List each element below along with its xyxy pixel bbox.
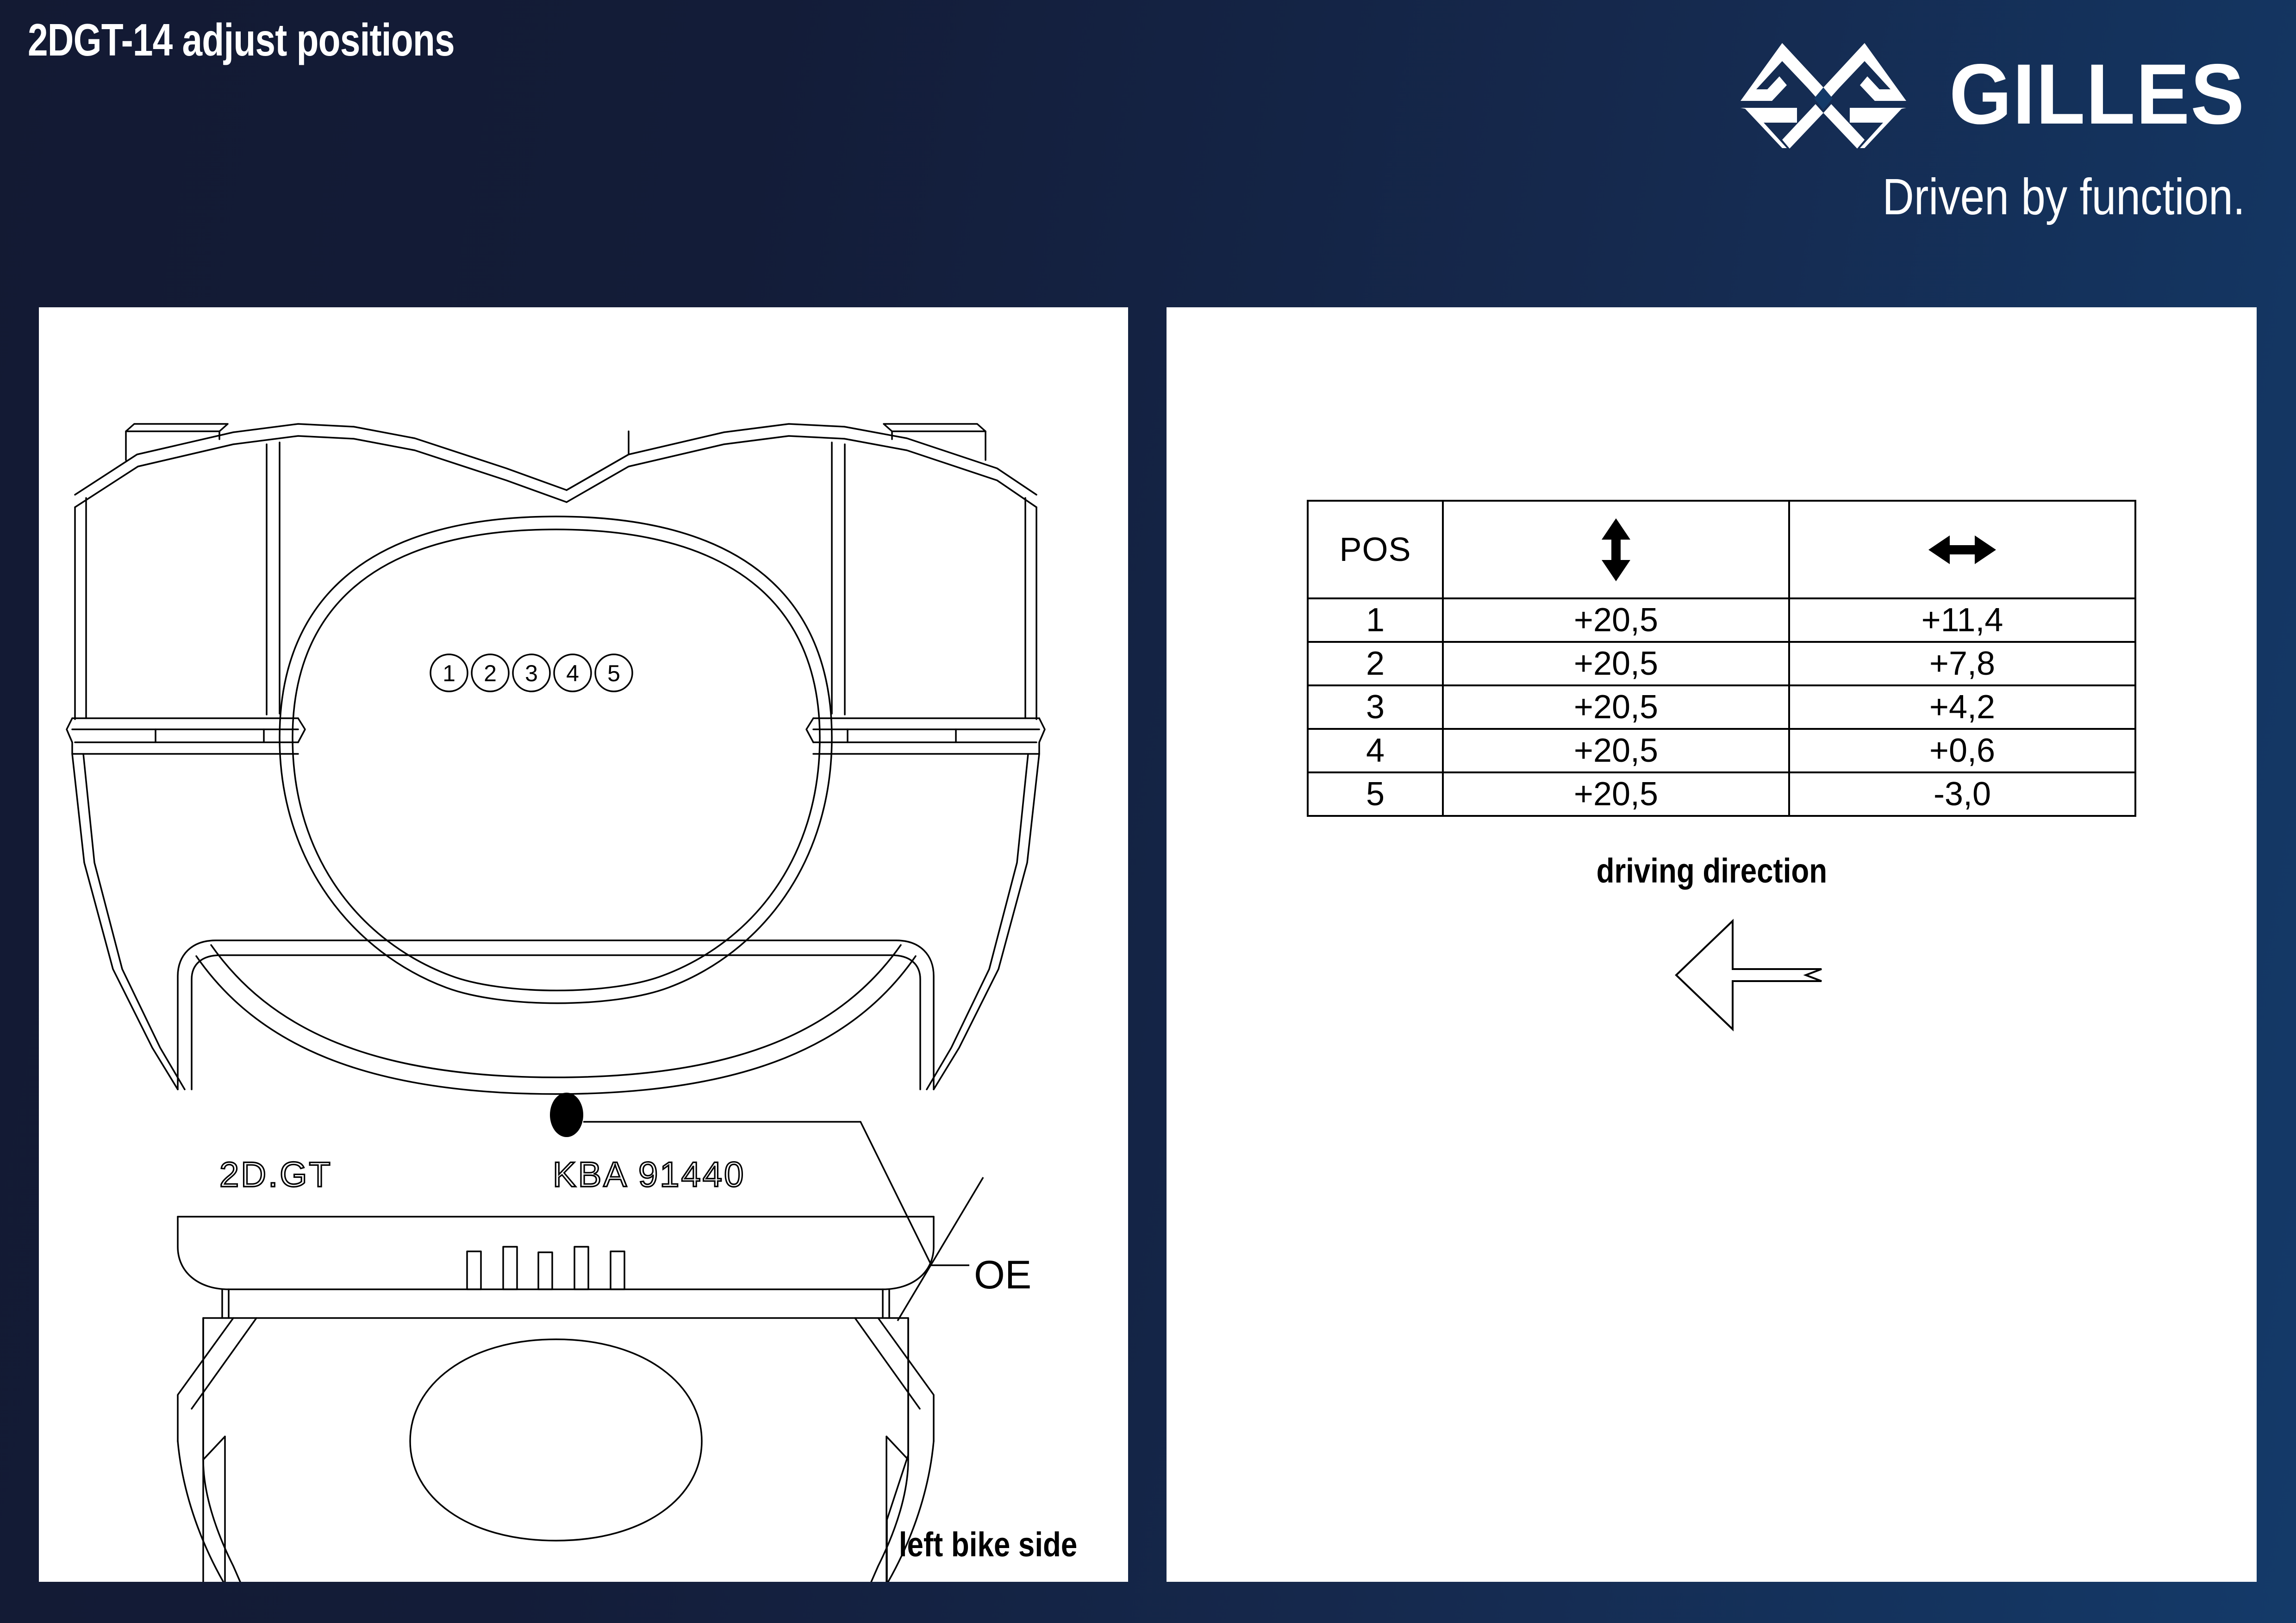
logo-tagline: Driven by function. [1882, 168, 2245, 225]
cell-vertical: +20,5 [1442, 771, 1790, 817]
logo-row: GILLES [1699, 32, 2245, 157]
table-row: 5 +20,5 -3,0 [1307, 771, 2136, 817]
vertical-double-arrow-icon [1602, 518, 1630, 581]
drawing-panel: 1 2 3 4 5 2D.GT KBA 91440 OE left bike s… [39, 307, 1128, 1582]
left-banner-arrow-icon [1675, 919, 1822, 1032]
cell-vertical: +20,5 [1442, 728, 1790, 773]
oe-leader-line [583, 1121, 969, 1266]
left-bike-side-label: left bike side [898, 1525, 1077, 1564]
cell-horizontal: +11,4 [1788, 597, 2136, 643]
table-header-row: POS [1307, 500, 2136, 599]
table-row: 4 +20,5 +0,6 [1307, 728, 2136, 773]
table-body: 1 +20,5 +11,4 2 +20,5 +7,8 3 +20,5 +4,2 … [1307, 597, 2136, 817]
cell-vertical: +20,5 [1442, 597, 1790, 643]
horizontal-double-arrow-icon [1928, 535, 1996, 564]
position-number-1: 1 [443, 660, 455, 686]
table-row: 1 +20,5 +11,4 [1307, 597, 2136, 643]
cell-vertical: +20,5 [1442, 684, 1790, 730]
oe-position-dot-icon [550, 1093, 583, 1137]
position-number-2: 2 [484, 660, 497, 686]
page-header: 2DGT-14 adjust positions GILLES Dr [0, 0, 2296, 307]
oe-leader-cross [897, 1177, 984, 1321]
table-header-pos: POS [1307, 500, 1444, 599]
driving-direction-label: driving direction [1167, 851, 2257, 890]
adjust-positions-table: POS 1 +20,5 +11,4 2 [1307, 500, 2136, 817]
brand-logo: GILLES Driven by function. [1699, 32, 2245, 255]
cell-horizontal: -3,0 [1788, 771, 2136, 817]
position-number-3: 3 [525, 660, 538, 686]
table-header-vertical [1442, 500, 1790, 599]
cell-horizontal: +0,6 [1788, 728, 2136, 773]
cell-pos: 4 [1307, 728, 1444, 773]
logo-wordmark: GILLES [1949, 47, 2245, 143]
engraving-kba-label: KBA 91440 [553, 1155, 745, 1194]
cell-pos: 2 [1307, 641, 1444, 686]
position-number-5: 5 [607, 660, 620, 686]
table-header-horizontal [1788, 500, 2136, 599]
riser-clamp-technical-drawing: 1 2 3 4 5 2D.GT KBA 91440 OE [66, 423, 1046, 1582]
driving-direction-text: driving direction [1596, 852, 1827, 890]
cell-pos: 5 [1307, 771, 1444, 817]
engraving-model-label: 2D.GT [219, 1155, 332, 1194]
oe-label: OE [974, 1253, 1031, 1297]
table-row: 2 +20,5 +7,8 [1307, 641, 2136, 686]
table-row: 3 +20,5 +4,2 [1307, 684, 2136, 730]
position-number-4: 4 [566, 660, 579, 686]
cell-horizontal: +4,2 [1788, 684, 2136, 730]
gilles-interlocking-g-mark-icon [1740, 43, 1906, 149]
cell-vertical: +20,5 [1442, 641, 1790, 686]
cell-pos: 3 [1307, 684, 1444, 730]
cell-pos: 1 [1307, 597, 1444, 643]
cell-horizontal: +7,8 [1788, 641, 2136, 686]
page-title: 2DGT-14 adjust positions [28, 14, 455, 65]
table-panel: POS 1 +20,5 +11,4 2 [1167, 307, 2257, 1582]
